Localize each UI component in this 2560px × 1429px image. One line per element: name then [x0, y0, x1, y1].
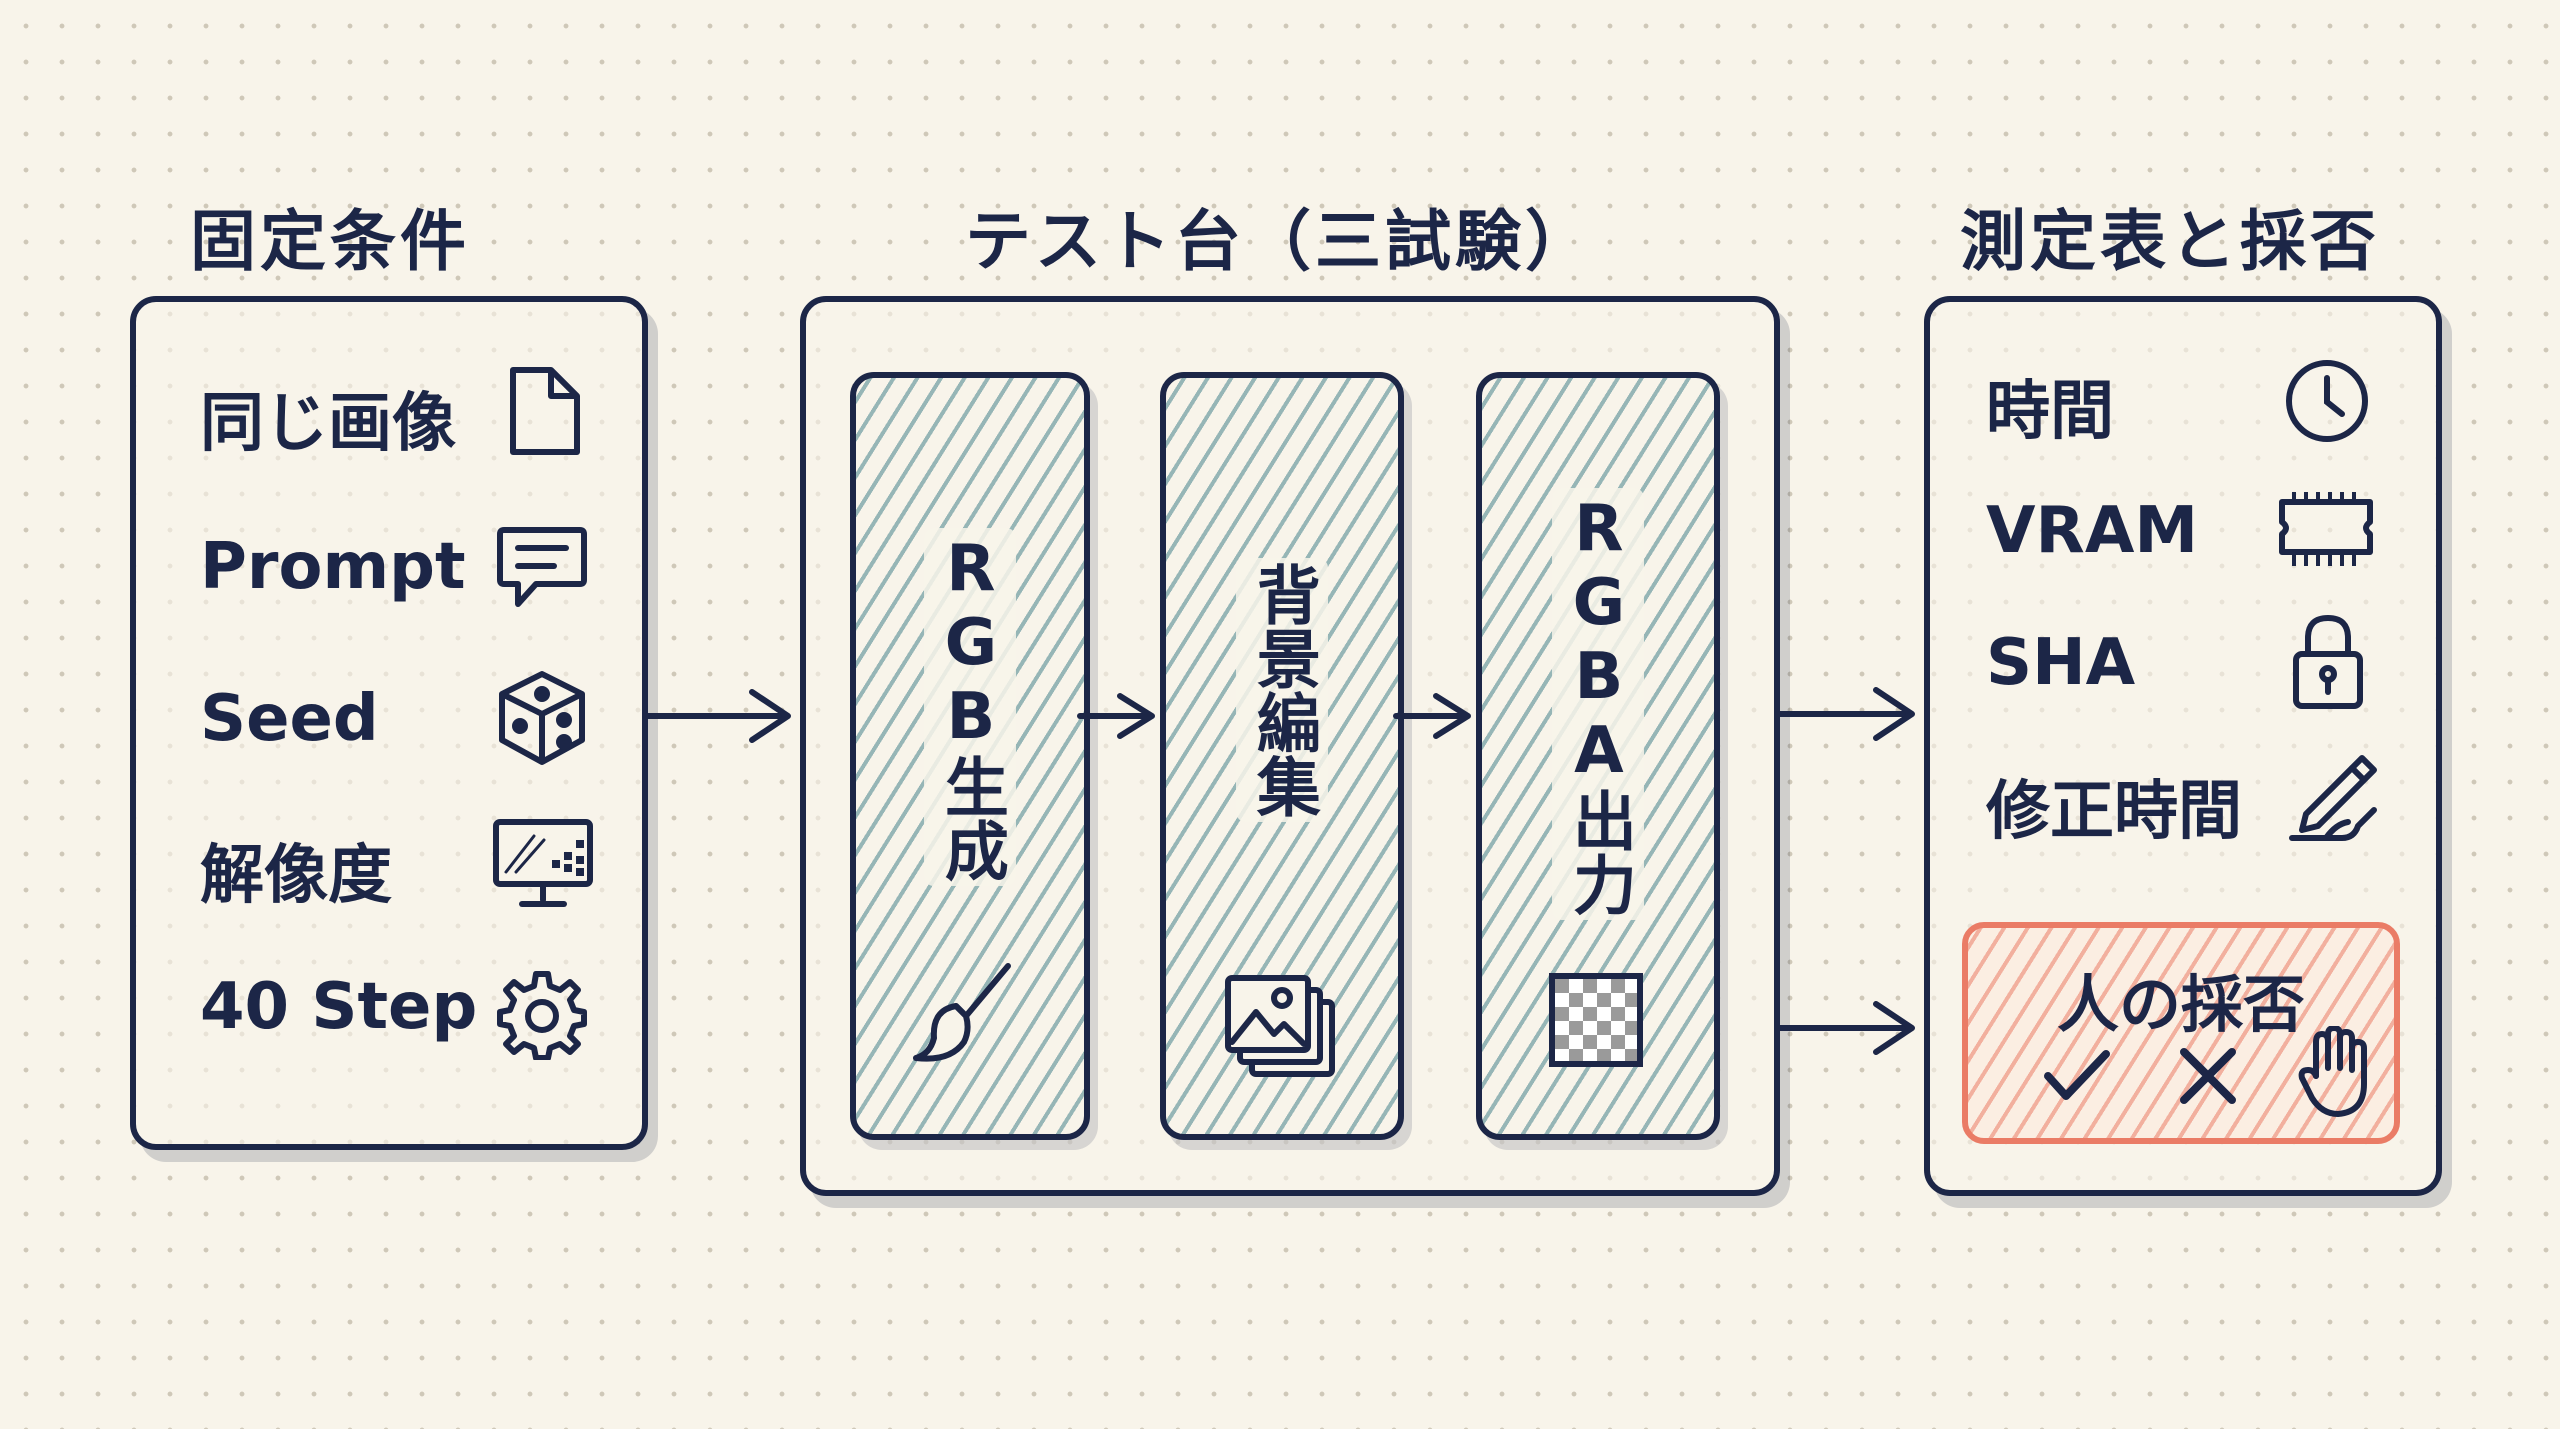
cross-icon [2176, 1044, 2240, 1112]
heading-measurement: 測定表と採否 [1960, 203, 2380, 280]
measure-label-vram: VRAM [1986, 494, 2199, 568]
arrow-fixed-to-testbed [645, 689, 791, 743]
clock-icon [2282, 356, 2372, 450]
stage-rgba-output: RGBA出力 [1476, 372, 1720, 1140]
check-icon [2042, 1046, 2112, 1110]
image-stack-icon [1222, 972, 1338, 1086]
condition-label-same-image: 同じ画像 [200, 387, 456, 461]
gear-icon [496, 968, 588, 1064]
human-approval-box: 人の採否 [1962, 922, 2400, 1144]
heading-fixed-conditions: 固定条件 [190, 203, 470, 280]
heading-test-bed: テスト台（三試験） [965, 203, 1595, 280]
dice-icon [494, 668, 590, 772]
measure-label-time: 時間 [1986, 375, 2114, 449]
condition-label-resolution: 解像度 [200, 839, 392, 913]
paintbrush-icon [910, 958, 1020, 1072]
measure-label-sha: SHA [1986, 626, 2136, 700]
arrow-testbed-to-measure [1777, 687, 1915, 741]
lock-icon [2288, 610, 2368, 718]
stage-label-rgb-generation: RGB生成 [924, 528, 1016, 886]
monitor-icon [490, 816, 596, 916]
stage-background-edit: 背景編集 [1160, 372, 1404, 1140]
hand-icon [2298, 1025, 2370, 1122]
document-icon [505, 364, 585, 464]
chat-bubble-icon [494, 524, 590, 618]
arrow-testbed-to-approval [1777, 1001, 1915, 1055]
memory-chip-icon [2276, 486, 2376, 576]
condition-label-prompt: Prompt [200, 530, 466, 604]
measure-label-fix-time: 修正時間 [1986, 775, 2242, 849]
stage-label-rgba-output: RGBA出力 [1552, 488, 1644, 920]
approval-label: 人の採否 [2056, 968, 2305, 1041]
pencil-hand-icon [2282, 752, 2382, 848]
stage-rgb-generation: RGB生成 [850, 372, 1090, 1140]
condition-label-seed: Seed [200, 682, 379, 756]
condition-label-steps: 40 Step [200, 970, 478, 1044]
transparency-checker-icon [1548, 972, 1644, 1072]
stage-label-background-edit: 背景編集 [1236, 558, 1328, 822]
